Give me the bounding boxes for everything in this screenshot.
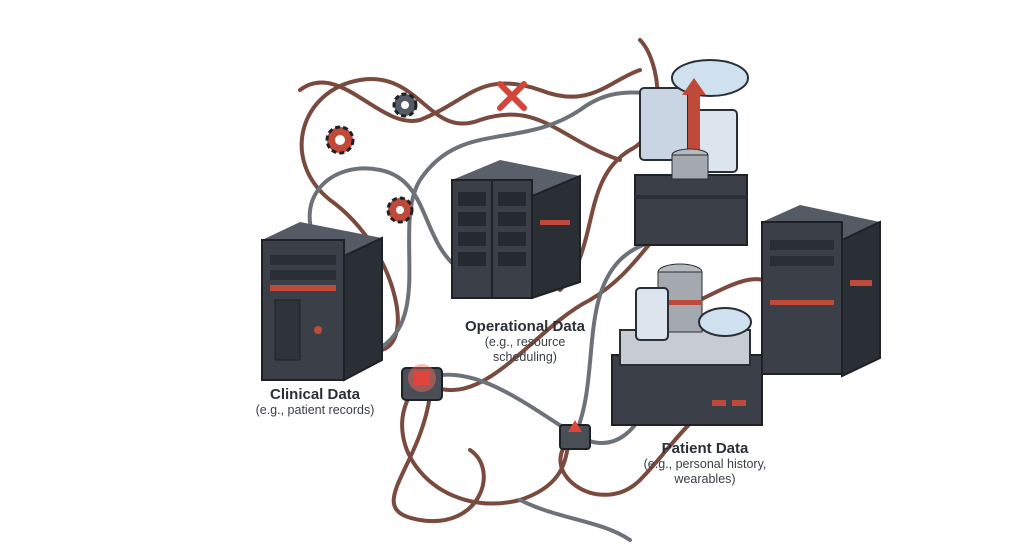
patient-device-stack — [611, 263, 763, 426]
operational-data-label: Operational Data (e.g., resource schedul… — [450, 318, 600, 364]
cable — [299, 77, 622, 353]
cable — [391, 393, 486, 524]
gear-icon — [392, 92, 418, 118]
patient-data-title: Patient Data — [661, 440, 749, 457]
cloud-tablet-stack — [634, 59, 749, 246]
patient-data-subtitle-1: (e.g., personal history, — [643, 457, 767, 472]
patient-data-label: Patient Data (e.g., personal history, we… — [625, 440, 785, 486]
cable — [400, 393, 577, 506]
clinical-data-title: Clinical Data — [269, 386, 361, 403]
operational-server-rack — [451, 160, 581, 300]
broken-connection-x-icon — [497, 81, 527, 111]
operational-data-subtitle-2: scheduling) — [493, 349, 557, 364]
clinical-data-subtitle: (e.g., patient records) — [255, 403, 375, 418]
patient-data-subtitle-2: wearables) — [674, 471, 736, 486]
operational-data-subtitle-1: (e.g., resource — [484, 335, 566, 350]
hub-patient — [559, 420, 591, 450]
gear-icon — [386, 196, 414, 224]
gear-icon — [325, 125, 355, 155]
cable — [307, 166, 462, 272]
cable — [298, 68, 642, 123]
cable — [518, 498, 632, 542]
hub-clinical — [401, 364, 443, 401]
clinical-data-label: Clinical Data (e.g., patient records) — [240, 386, 390, 418]
operational-data-title: Operational Data — [464, 318, 586, 335]
cable — [558, 38, 660, 292]
clinical-server — [261, 222, 383, 382]
server-tower — [761, 205, 881, 378]
cable — [363, 88, 672, 357]
